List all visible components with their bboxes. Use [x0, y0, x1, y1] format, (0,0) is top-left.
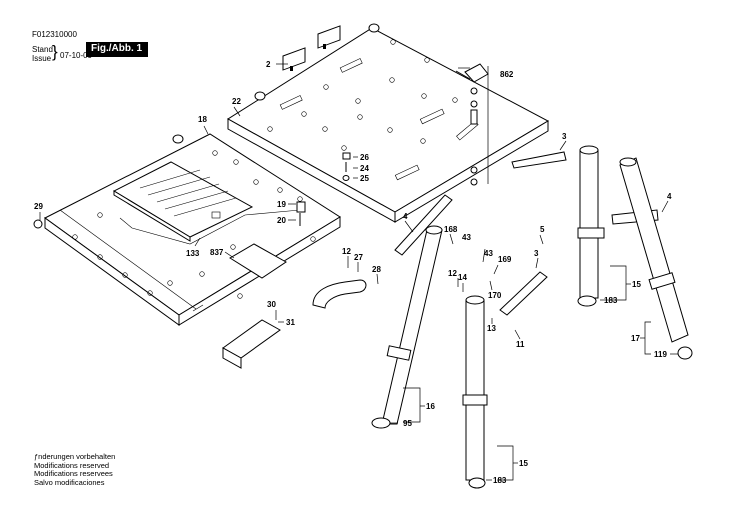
label-22: 22 [232, 97, 241, 106]
leader-lines [39, 63, 678, 481]
label-12a: 12 [342, 247, 351, 256]
label-20: 20 [277, 216, 286, 225]
note-english: Modifications reserved [34, 460, 110, 470]
label-17: 17 [631, 334, 640, 343]
label-26: 26 [360, 153, 369, 162]
label-4b: 4 [667, 192, 672, 201]
label-183b: 183 [493, 476, 507, 485]
fastener-parts [33, 152, 351, 229]
label-43b: 43 [484, 249, 493, 258]
label-15a: 15 [632, 280, 641, 289]
label-183a: 183 [604, 296, 618, 305]
label-3a: 3 [562, 132, 567, 141]
handle-and-bracket [222, 279, 367, 369]
issue-date: 07-10-09 [60, 51, 93, 60]
label-43a: 43 [462, 233, 471, 242]
label-11: 11 [516, 340, 525, 349]
legs [371, 145, 693, 489]
label-19: 19 [277, 200, 286, 209]
label-5: 5 [540, 225, 545, 234]
label-119: 119 [654, 350, 667, 359]
label-27: 27 [354, 253, 363, 262]
label-4a: 4 [403, 212, 408, 221]
label-29: 29 [34, 202, 43, 211]
label-95: 95 [403, 419, 412, 428]
label-133: 133 [186, 249, 200, 258]
clamp-blocks [282, 25, 341, 71]
note-german: ƒnderungen vorbehalten [34, 452, 116, 461]
label-862: 862 [500, 70, 514, 79]
document-id: F012310000 [32, 30, 77, 39]
part-labels: 2 862 22 18 3 26 24 25 29 19 20 4 4 133 … [34, 60, 672, 485]
label-28: 28 [372, 265, 381, 274]
label-2: 2 [266, 60, 271, 69]
label-16: 16 [426, 402, 435, 411]
stand-label: Stand [32, 45, 53, 54]
label-13: 13 [487, 324, 496, 333]
label-3b: 3 [534, 249, 539, 258]
note-spanish: Salvo modificaciones [34, 477, 105, 487]
issue-label: Issue [32, 54, 52, 63]
label-15b: 15 [519, 459, 528, 468]
figure-label: Fig./Abb. 1 [86, 42, 149, 57]
label-837: 837 [210, 248, 224, 257]
label-14: 14 [458, 273, 467, 282]
label-169: 169 [498, 255, 512, 264]
date-brace: } [52, 42, 58, 61]
label-31: 31 [286, 318, 295, 327]
label-24: 24 [360, 164, 369, 173]
label-25: 25 [360, 174, 369, 183]
label-12b: 12 [448, 269, 457, 278]
modification-notes: ƒnderungen vorbehalten Modifications res… [34, 452, 116, 487]
hatch-plate [112, 161, 254, 242]
label-18: 18 [198, 115, 207, 124]
label-168: 168 [444, 225, 458, 234]
note-french: Modifications reservees [34, 469, 113, 479]
label-30: 30 [267, 300, 276, 309]
label-170: 170 [488, 291, 502, 300]
